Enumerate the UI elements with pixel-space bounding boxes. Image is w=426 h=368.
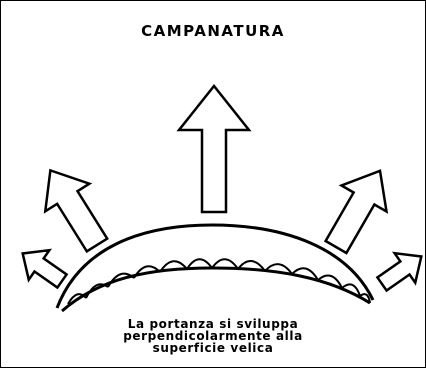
airflow-bubble — [237, 260, 266, 272]
far-left-arrow — [21, 248, 69, 290]
airflow-bubble — [317, 274, 343, 289]
right-arrow — [323, 169, 389, 255]
caption: La portanza si sviluppa perpendicolarmen… — [0, 318, 426, 354]
center-arrow — [176, 83, 252, 214]
airflow-bubbles — [67, 258, 371, 305]
airflow-bubble — [159, 260, 188, 273]
airflow-bubble — [85, 283, 109, 299]
airflow-bubble — [341, 283, 361, 297]
diagram-title: CAMPANATURA — [141, 22, 285, 40]
airflow-bubble — [67, 293, 87, 305]
sail-lower-curve — [61, 266, 371, 313]
airflow-bubble — [107, 272, 135, 288]
far-right-arrow — [375, 251, 423, 293]
sail-upper-curve — [55, 223, 375, 309]
airflow-bubble — [186, 258, 213, 270]
airflow-bubble — [359, 293, 371, 304]
airflow-bubble — [291, 267, 319, 281]
airflow-bubble — [264, 263, 293, 275]
airflow-bubble — [133, 265, 161, 279]
caption-line: perpendicolarmente alla — [123, 329, 303, 343]
caption-line: La portanza si sviluppa — [127, 317, 299, 331]
left-arrow — [43, 168, 109, 254]
airflow-bubble — [211, 258, 239, 270]
caption-line: superficie velica — [152, 341, 274, 355]
